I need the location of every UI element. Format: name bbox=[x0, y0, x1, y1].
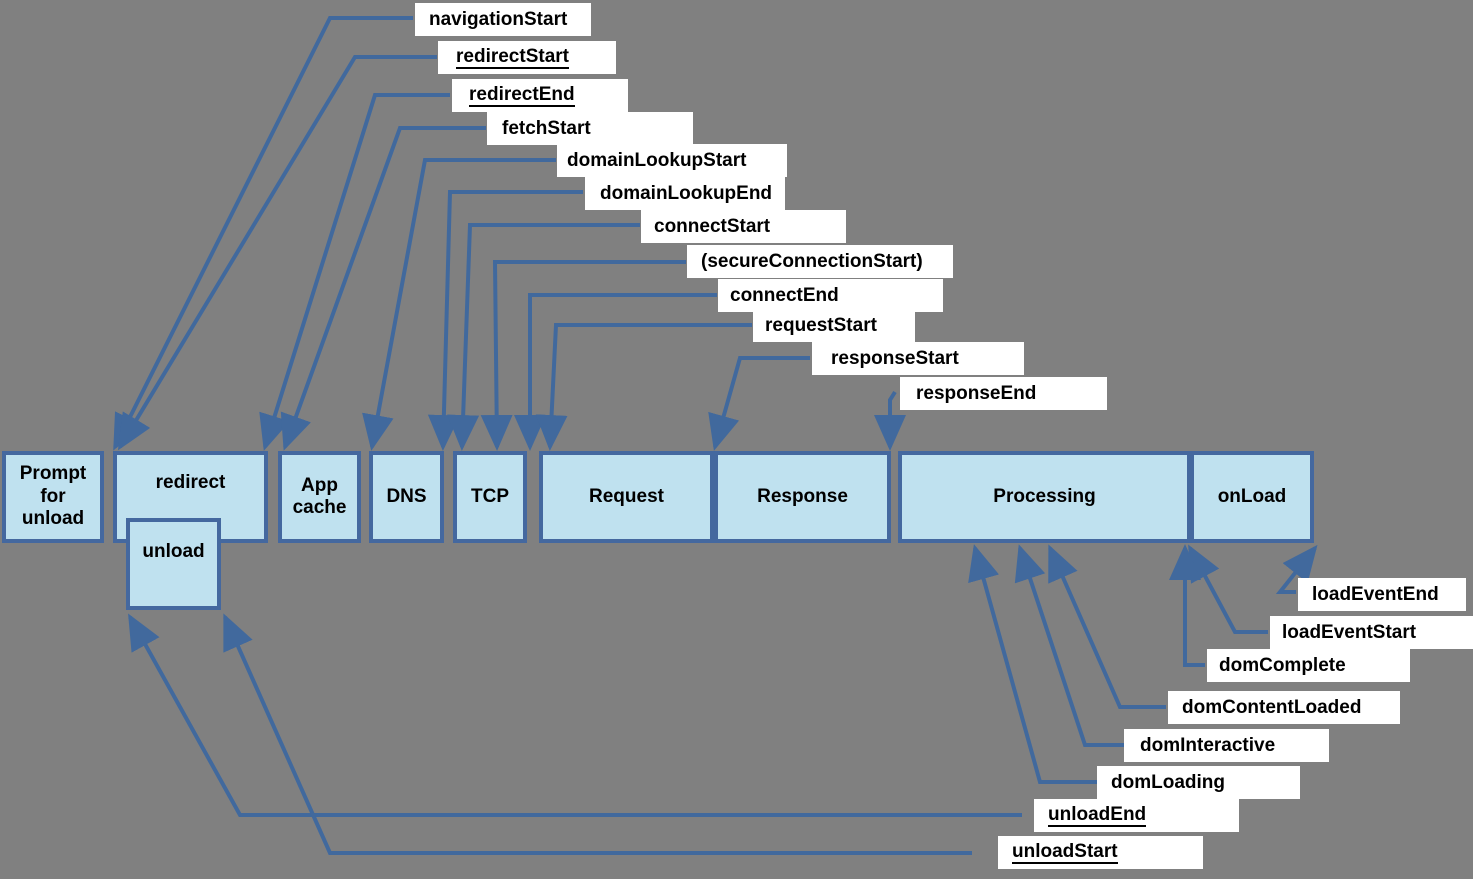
marker-label: connectStart bbox=[654, 216, 771, 237]
phase-processing[interactable]: Processing bbox=[898, 451, 1191, 543]
marker-secure-connection-start: (secureConnectionStart) bbox=[687, 245, 953, 278]
marker-dom-loading: domLoading bbox=[1097, 766, 1300, 799]
phase-prompt-for-unload[interactable]: Prompt for unload bbox=[2, 451, 104, 543]
phase-request[interactable]: Request bbox=[539, 451, 714, 543]
phase-tcp[interactable]: TCP bbox=[453, 451, 527, 543]
phase-label: Prompt for unload bbox=[19, 463, 87, 530]
marker-label: unloadEnd bbox=[1048, 803, 1147, 827]
marker-navigation-start: navigationStart bbox=[415, 3, 591, 36]
marker-unload-start: unloadStart bbox=[998, 836, 1203, 869]
phase-dns[interactable]: DNS bbox=[369, 451, 444, 543]
marker-fetch-start: fetchStart bbox=[487, 112, 693, 145]
phase-response[interactable]: Response bbox=[714, 451, 891, 543]
marker-label: responseStart bbox=[831, 348, 959, 369]
marker-label: loadEventStart bbox=[1282, 622, 1417, 643]
marker-response-start: responseStart bbox=[812, 342, 1024, 375]
marker-label: navigationStart bbox=[429, 9, 568, 30]
marker-connect-end: connectEnd bbox=[718, 279, 943, 312]
phase-app-cache[interactable]: App cache bbox=[278, 451, 361, 543]
marker-label: (secureConnectionStart) bbox=[701, 251, 923, 272]
marker-domain-lookup-start: domainLookupStart bbox=[557, 144, 787, 177]
marker-label: domLoading bbox=[1111, 772, 1225, 793]
marker-redirect-start: redirectStart bbox=[438, 41, 616, 74]
marker-label: domainLookupEnd bbox=[600, 183, 773, 204]
marker-label: fetchStart bbox=[502, 118, 591, 139]
phase-label: Request bbox=[589, 485, 664, 507]
marker-label: redirectEnd bbox=[469, 83, 575, 107]
phase-label: Processing bbox=[993, 485, 1096, 507]
marker-label: requestStart bbox=[765, 315, 877, 336]
marker-load-event-end: loadEventEnd bbox=[1298, 578, 1466, 611]
marker-label: domContentLoaded bbox=[1182, 697, 1362, 718]
marker-label: loadEventEnd bbox=[1312, 584, 1439, 605]
phase-label: TCP bbox=[471, 485, 509, 507]
marker-label: responseEnd bbox=[916, 383, 1037, 404]
phase-label: redirect bbox=[155, 471, 226, 493]
phase-label: Response bbox=[757, 485, 848, 507]
marker-response-end: responseEnd bbox=[900, 377, 1107, 410]
marker-redirect-end: redirectEnd bbox=[452, 79, 628, 112]
marker-unload-end: unloadEnd bbox=[1034, 799, 1239, 832]
marker-label: domainLookupStart bbox=[567, 150, 747, 171]
marker-label: connectEnd bbox=[730, 285, 839, 306]
phase-onload[interactable]: onLoad bbox=[1190, 451, 1314, 543]
marker-domain-lookup-end: domainLookupEnd bbox=[585, 177, 785, 210]
phase-label: App cache bbox=[292, 474, 347, 518]
marker-label: domInteractive bbox=[1140, 735, 1276, 756]
phase-label: onLoad bbox=[1217, 485, 1287, 507]
marker-load-event-start: loadEventStart bbox=[1270, 616, 1473, 649]
marker-dom-complete: domComplete bbox=[1207, 649, 1410, 682]
marker-label: unloadStart bbox=[1012, 840, 1118, 864]
marker-dom-interactive: domInteractive bbox=[1124, 729, 1329, 762]
marker-connect-start: connectStart bbox=[641, 210, 846, 243]
marker-label: redirectStart bbox=[456, 45, 569, 69]
phase-unload[interactable]: unload bbox=[126, 518, 221, 610]
phase-label: unload bbox=[142, 540, 205, 562]
marker-dom-content-loaded: domContentLoaded bbox=[1168, 691, 1400, 724]
marker-request-start: requestStart bbox=[753, 309, 915, 342]
phase-label: DNS bbox=[386, 485, 427, 507]
marker-label: domComplete bbox=[1219, 655, 1346, 676]
